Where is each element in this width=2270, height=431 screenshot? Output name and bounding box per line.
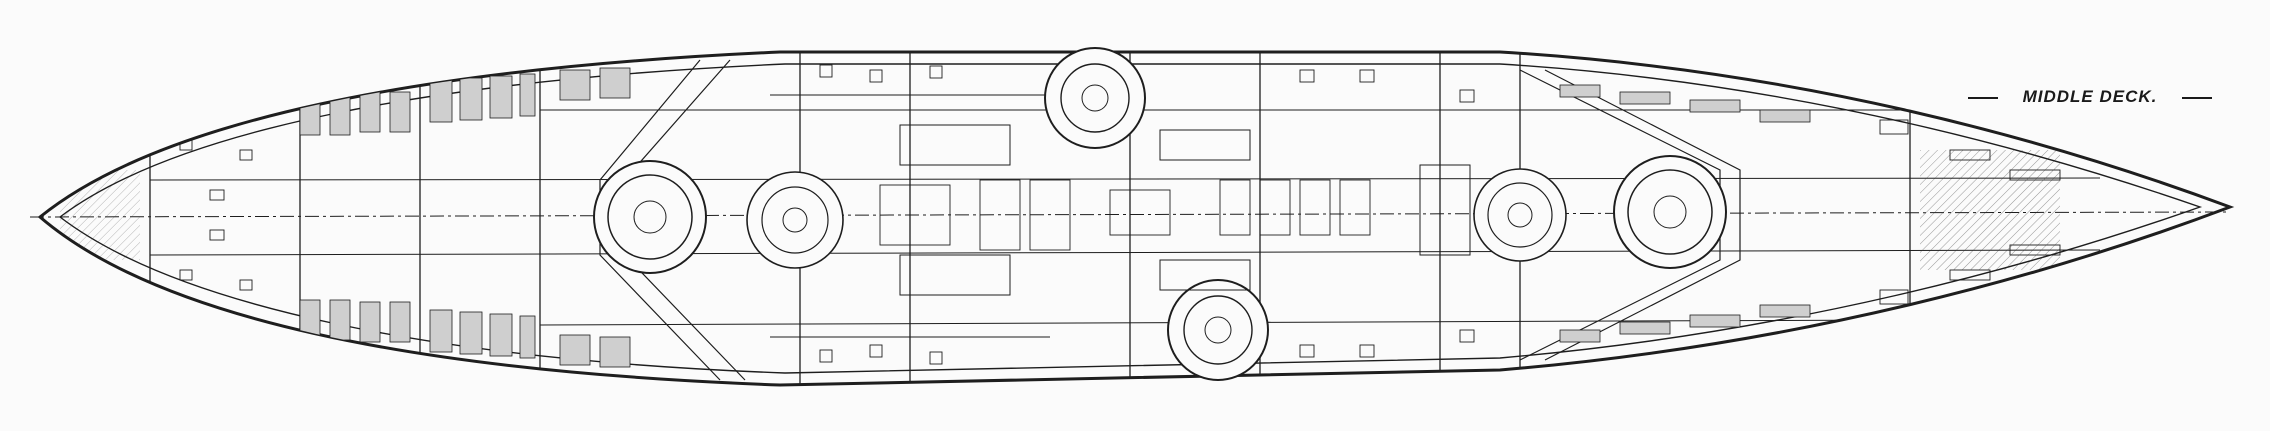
deck-fittings	[179, 64, 2061, 365]
turret-aft-wing	[746, 171, 844, 269]
turret-forward-main	[1613, 155, 1727, 269]
turret-lower-wing	[1167, 279, 1269, 381]
turret-forward-wing	[1473, 168, 1567, 262]
stern-hatching	[60, 170, 140, 260]
deck-title: MIDDLE DECK.	[1968, 84, 2212, 110]
central-structures	[899, 124, 1471, 296]
turret-aft-main	[593, 160, 707, 274]
passages	[149, 94, 2101, 338]
turrets	[593, 47, 1727, 381]
bow-hatching	[1920, 150, 2060, 270]
turret-upper-wing	[1044, 47, 1146, 149]
